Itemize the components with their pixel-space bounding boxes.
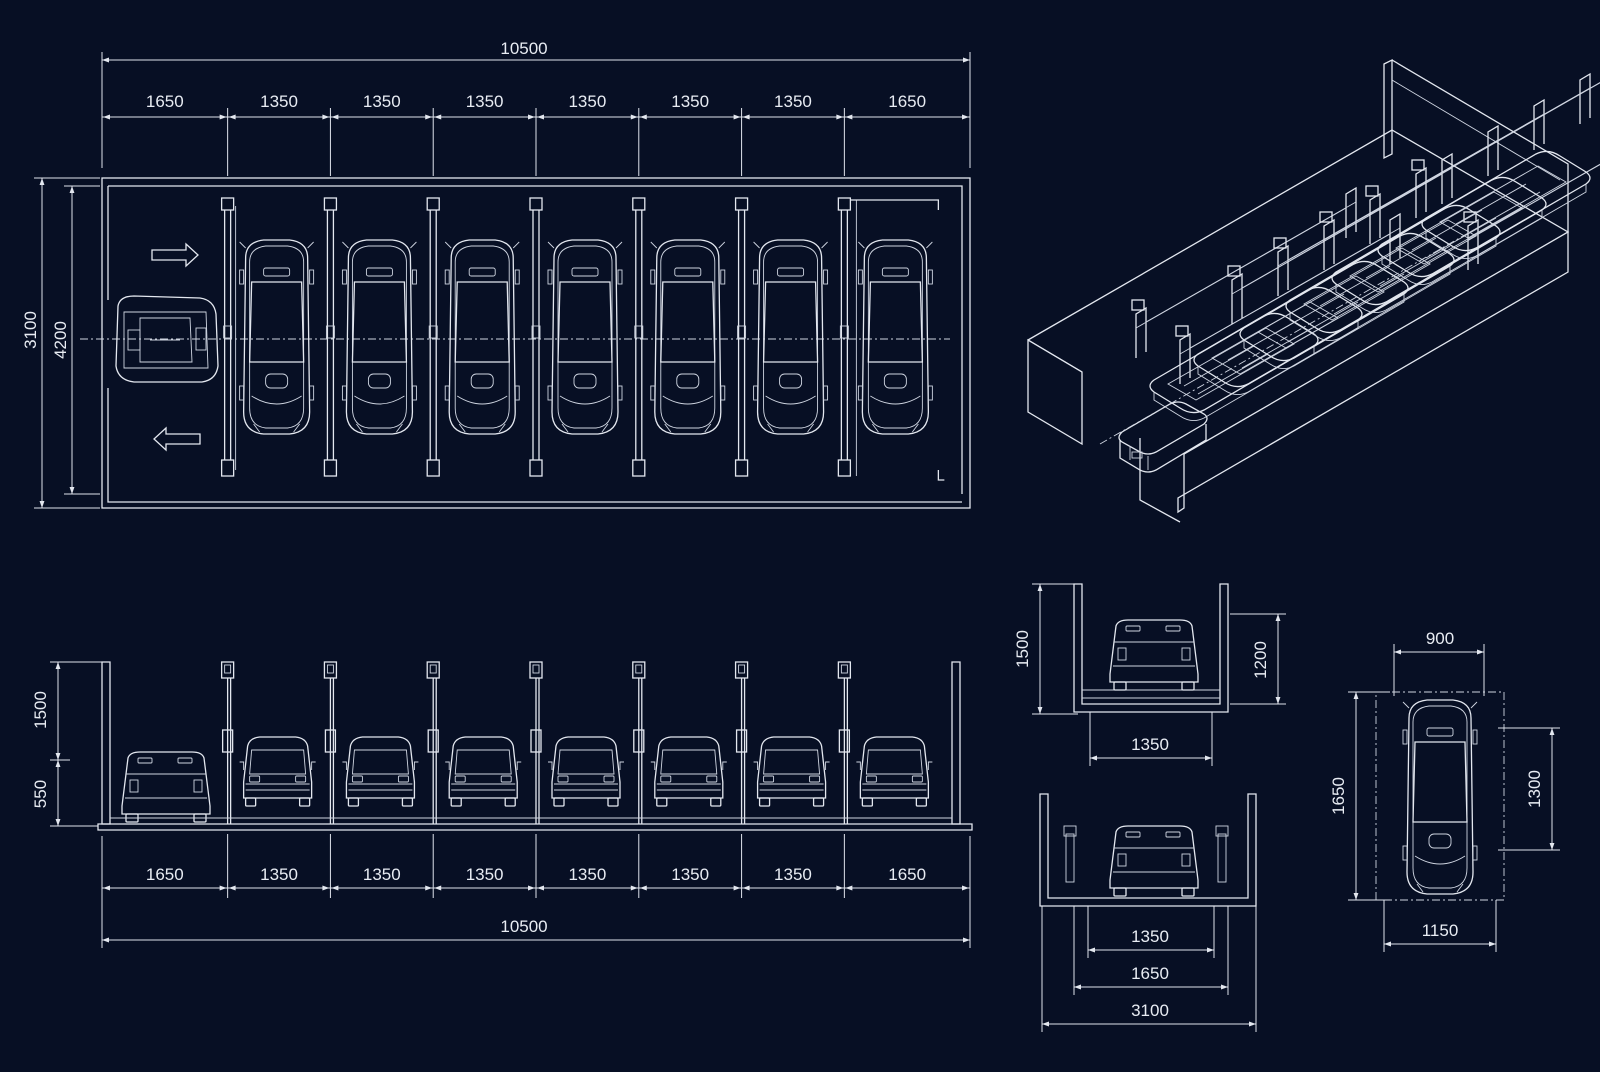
elev-column	[529, 661, 543, 824]
plan-segment-label: 1350	[671, 92, 709, 111]
rack-column	[323, 197, 338, 477]
rack-column	[529, 197, 543, 477]
elev-upper-height: 1500	[31, 691, 50, 729]
elev-segment-label: 1650	[888, 865, 926, 884]
elev-column	[734, 661, 749, 824]
parked-car-front	[547, 736, 625, 807]
parked-car-top	[650, 239, 726, 435]
section-top-width: 1350	[1131, 735, 1169, 754]
elev-column	[632, 661, 646, 824]
parked-car-front	[650, 736, 728, 807]
elev-segment-label: 1650	[146, 865, 184, 884]
elev-segment-label: 1350	[363, 865, 401, 884]
robot-top-view	[115, 295, 219, 383]
parked-car-front	[752, 736, 831, 807]
plan-total-width: 10500	[500, 39, 547, 58]
plan-view: 10500 1650 1350 1350 1350 1350 1350 1350 1650 3…	[21, 39, 971, 509]
parked-car-front	[444, 736, 522, 807]
parked-car-front	[341, 736, 420, 807]
parked-car-top	[444, 239, 520, 435]
elev-segment-label: 1350	[568, 865, 606, 884]
rack-column	[837, 197, 852, 477]
elev-column	[323, 661, 338, 824]
plan-parking-bays	[220, 197, 945, 481]
section-top: 1500 1200 1350	[1013, 583, 1286, 766]
plan-outer-depth: 3100	[21, 311, 40, 349]
elevation-bays	[110, 661, 952, 824]
plan-segment-label: 1650	[888, 92, 926, 111]
plan-segment-label: 1350	[363, 92, 401, 111]
elev-column	[220, 661, 235, 824]
plan-segment-label: 1350	[774, 92, 812, 111]
section-top-height-outer: 1500	[1013, 630, 1032, 668]
rack-column	[220, 197, 235, 477]
plan-segment-label: 1350	[260, 92, 298, 111]
robot-plan-bottom-width: 1150	[1422, 921, 1459, 940]
elev-segment-label: 1350	[774, 865, 812, 884]
parked-car-top	[857, 239, 934, 435]
section-bottom-width-outer: 3100	[1131, 1001, 1169, 1020]
plan-inner-depth: 4200	[51, 321, 70, 359]
rack-column	[734, 197, 749, 477]
robot-plan-inner-length: 1300	[1525, 770, 1544, 808]
plan-segment-label: 1350	[466, 92, 504, 111]
parked-car-top	[238, 239, 315, 435]
plan-dimension-chain: 1650 1350 1350 1350 1350 1350 1350 1650	[101, 92, 971, 176]
robot-plan-top-width: 900	[1426, 629, 1454, 648]
elev-segment-label: 1350	[260, 865, 298, 884]
elev-column	[837, 661, 852, 824]
section-bottom-width-mid: 1650	[1131, 964, 1169, 983]
parked-car-top	[547, 239, 623, 435]
section-bottom-width-inner: 1350	[1131, 927, 1169, 946]
elev-segment-label: 1350	[671, 865, 709, 884]
parked-car-top	[341, 239, 418, 435]
section-top-height-inner: 1200	[1251, 641, 1270, 679]
elev-robot	[121, 751, 211, 823]
elev-column	[426, 661, 440, 824]
elev-segment-label: 1350	[466, 865, 504, 884]
elevation-dimension-chain: 1650 1350 1350 1350 1350 1350 1350 1650	[101, 834, 971, 898]
robot-plan: 900 1650 1300 1150	[1329, 629, 1560, 952]
parked-car-top	[752, 239, 829, 435]
plan-segment-label: 1650	[146, 92, 184, 111]
elev-lower-height: 550	[31, 780, 50, 808]
arrow-right-icon	[151, 242, 199, 268]
robot-plan-length: 1650	[1329, 777, 1348, 815]
rack-column	[426, 197, 440, 477]
plan-segment-label: 1350	[568, 92, 606, 111]
iso-robot	[1118, 401, 1208, 473]
section-bottom: 1350 1650 3100	[1039, 793, 1257, 1032]
parked-car-front	[855, 736, 934, 807]
isometric-view	[1027, 47, 1600, 523]
rack-column	[632, 197, 646, 477]
elev-total-width: 10500	[500, 917, 547, 936]
parked-car-front	[238, 736, 317, 807]
arrow-left-icon	[153, 426, 201, 452]
